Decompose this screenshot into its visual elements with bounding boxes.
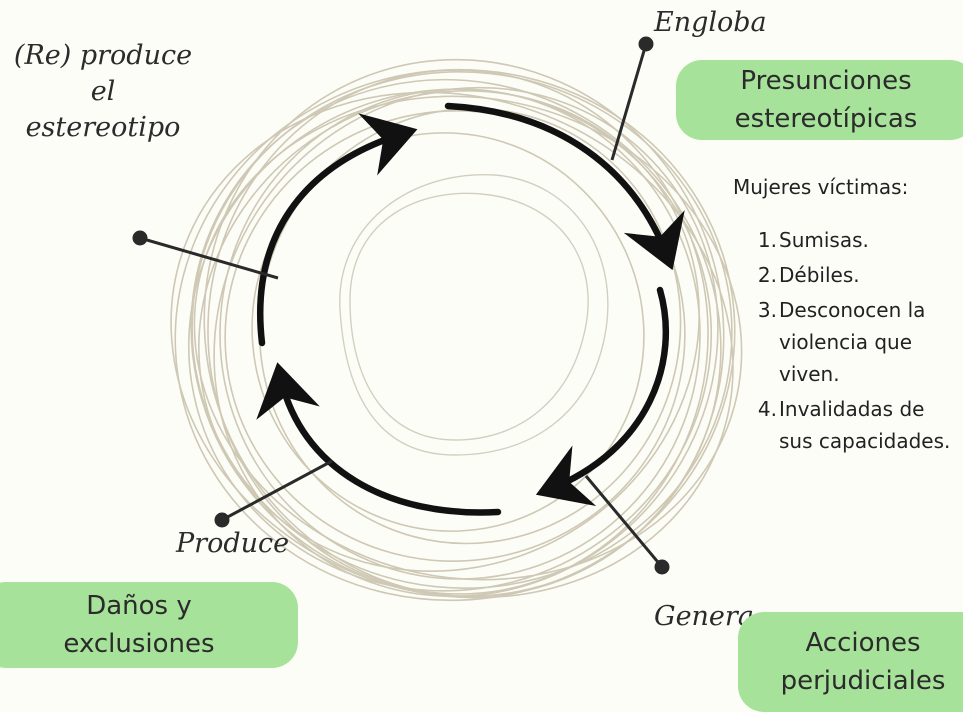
label-reproduce-line1: (Re) produce <box>13 40 193 71</box>
list-item: 4. Invalidadas de sus capacidades. <box>733 393 963 457</box>
arrow-top-right <box>444 102 685 271</box>
list-item-number: 3. <box>757 298 777 322</box>
list-item-number: 1. <box>757 228 777 252</box>
box-acciones: Acciones perjudiciales <box>738 612 963 712</box>
arrow-right <box>535 286 670 506</box>
box-acciones-line2: perjudiciales <box>780 666 946 696</box>
box-danos-line2: exclusiones <box>63 629 215 659</box>
arrow-left-top <box>257 113 418 347</box>
box-danos: Daños y exclusiones <box>0 582 298 668</box>
label-reproduce: (Re) produce el estereotipo <box>10 38 196 146</box>
cycle-diagram <box>132 36 743 602</box>
list-item-text: Desconocen la violencia que viven. <box>779 298 926 386</box>
victims-list: 1. Sumisas. 2. Débiles. 3. Desconocen la… <box>733 224 963 457</box>
leader-lines <box>132 36 670 575</box>
label-produce: Produce <box>176 528 290 559</box>
arrow-bottom-left <box>256 362 502 516</box>
box-danos-line1: Daños y <box>86 591 192 621</box>
inner-loops <box>339 174 609 456</box>
box-presunciones-line2: estereotípicas <box>734 104 918 134</box>
list-item-number: 2. <box>757 263 777 287</box>
cycle-arrows <box>256 102 685 516</box>
box-acciones-line1: Acciones <box>805 628 921 658</box>
victims-heading: Mujeres víctimas: <box>733 175 909 199</box>
label-genera: Genera <box>654 601 754 632</box>
box-presunciones-line1: Presunciones <box>740 66 912 96</box>
list-item: 1. Sumisas. <box>733 224 963 256</box>
list-item-text: Sumisas. <box>779 228 869 252</box>
label-reproduce-line3: estereotipo <box>25 112 181 143</box>
list-item-text: Débiles. <box>779 263 860 287</box>
list-item-text: Invalidadas de sus capacidades. <box>779 397 951 453</box>
label-engloba: Engloba <box>654 7 767 38</box>
box-presunciones: Presunciones estereotípicas <box>676 60 963 140</box>
label-reproduce-line2: el <box>90 76 116 107</box>
list-item: 2. Débiles. <box>733 259 963 291</box>
victims-panel: Mujeres víctimas: 1. Sumisas. 2. Débiles… <box>733 170 963 460</box>
list-item: 3. Desconocen la violencia que viven. <box>733 294 963 390</box>
list-item-number: 4. <box>757 397 777 421</box>
